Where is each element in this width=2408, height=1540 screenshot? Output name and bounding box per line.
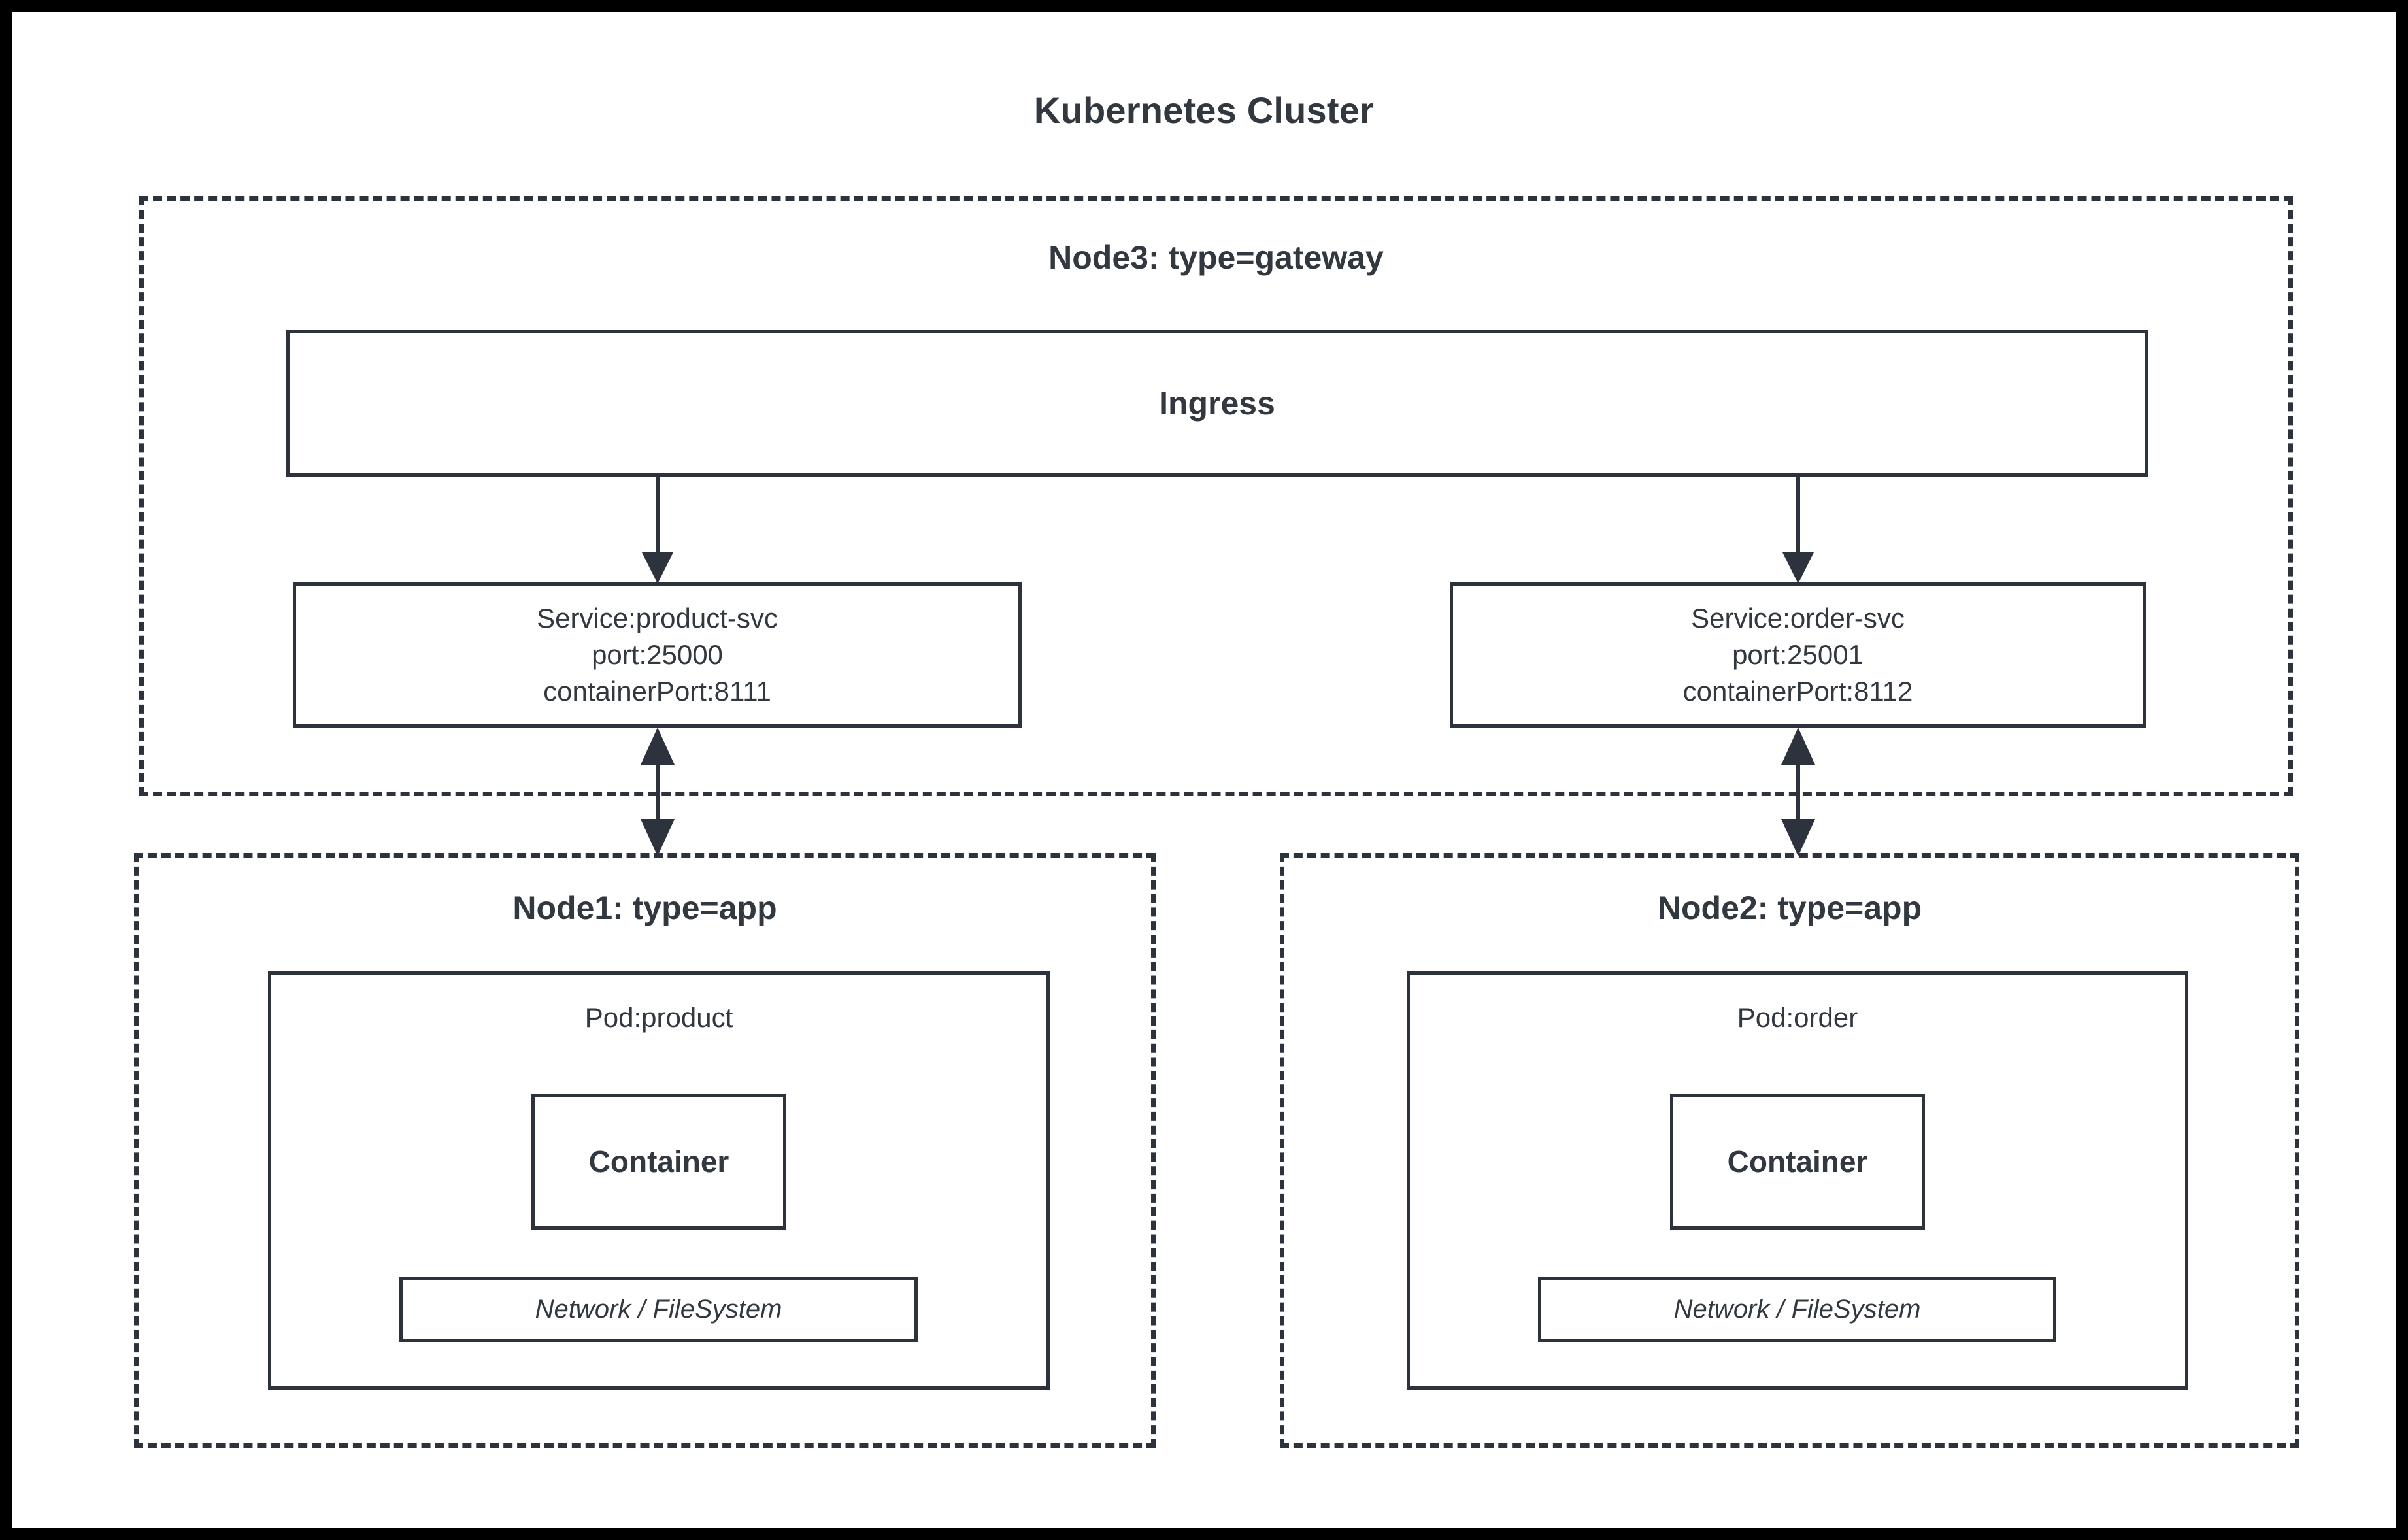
pod-order-label: Pod:order	[1737, 1002, 1858, 1033]
node-app-2-title: Node2: type=app	[1657, 890, 1922, 926]
storage-product-box[interactable]: Network / FileSystem	[399, 1277, 918, 1342]
node-app-1-title: Node1: type=app	[512, 890, 777, 926]
service-product-svc-box[interactable]: Service:product-svc port:25000 container…	[293, 582, 1022, 728]
node-gateway-title: Node3: type=gateway	[1048, 239, 1384, 276]
container-product-box[interactable]: Container	[531, 1094, 786, 1230]
service-product-name: Service:product-svc	[537, 602, 778, 633]
ingress-label: Ingress	[1159, 385, 1275, 422]
service-order-svc-box[interactable]: Service:order-svc port:25001 containerPo…	[1450, 582, 2146, 728]
service-product-container-port: containerPort:8111	[543, 676, 771, 707]
ingress-box[interactable]: Ingress	[286, 330, 2148, 477]
storage-order-box[interactable]: Network / FileSystem	[1538, 1277, 2056, 1342]
node-gateway-container: Node3: type=gateway	[139, 196, 2293, 796]
page-title: Kubernetes Cluster	[1033, 90, 1375, 131]
service-order-container-port: containerPort:8112	[1682, 676, 1913, 707]
service-product-port: port:25000	[592, 639, 723, 670]
service-order-port: port:25001	[1732, 639, 1864, 670]
service-order-name: Service:order-svc	[1691, 602, 1905, 633]
container-order-box[interactable]: Container	[1670, 1094, 1925, 1230]
diagram-canvas: Kubernetes Cluster Node3: type=gateway I…	[12, 12, 2396, 1528]
pod-product-label: Pod:product	[584, 1002, 733, 1033]
